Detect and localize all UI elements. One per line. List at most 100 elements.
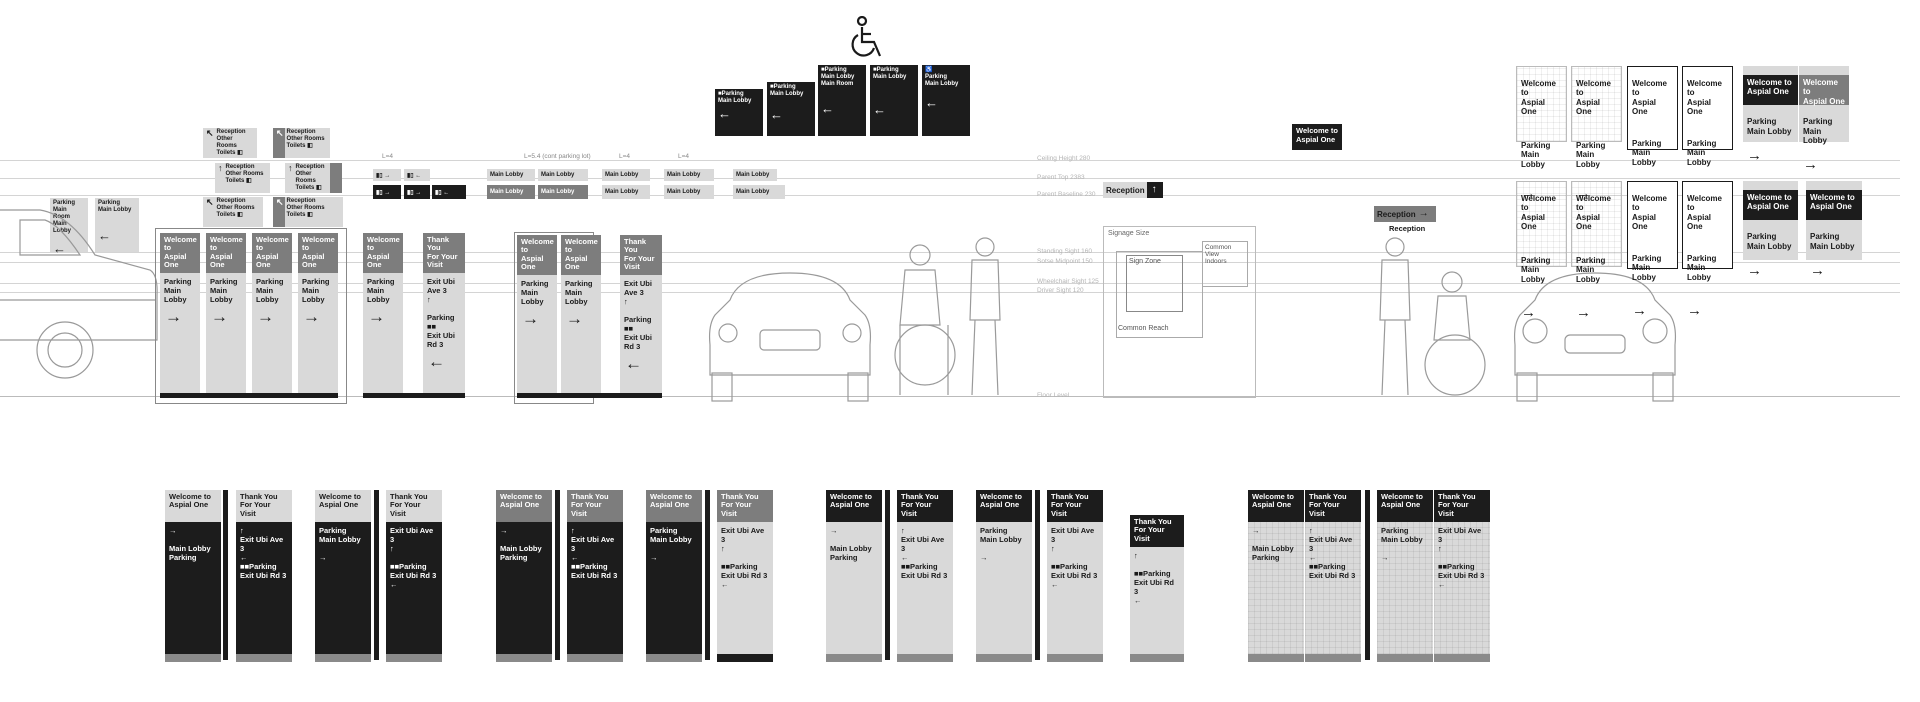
ref-line — [0, 252, 1900, 253]
arrow-right-icon: → — [165, 306, 182, 326]
pylon-divider — [374, 490, 379, 660]
standing-person-illustration — [969, 237, 1001, 396]
arrow-sign: ▮▯ → — [404, 185, 430, 199]
totem-body: Parking Main Lobby → — [319, 526, 361, 562]
wall-sign-body: Parking Main Lobby — [1747, 117, 1792, 136]
wall-sign-title: Welcome to Aspial One — [1687, 194, 1722, 231]
arrow-sign: ▮▯ → — [373, 169, 401, 181]
directory-sign: ↖Reception Other Rooms Toilets ◧ — [273, 197, 343, 227]
totem-base — [1434, 654, 1490, 662]
pylon-title: Thank You For Your Visit — [423, 233, 465, 273]
arrow-up-icon: ↑ — [288, 163, 293, 173]
overhead-sign: Main Lobby — [538, 169, 588, 181]
sign-zone-box: Sign Zone — [1126, 255, 1183, 312]
totem-pylon: Thank You For Your Visit↑ Exit Ubi Ave 3… — [1305, 490, 1361, 654]
reception-sign: Reception → — [1374, 206, 1436, 222]
standing-person-illustration — [1379, 237, 1411, 396]
accessible-icon — [850, 16, 886, 64]
totem-base — [496, 654, 552, 662]
pylon-body: Parking Main Lobby — [302, 276, 330, 304]
sign-text: Main Lobby — [736, 189, 770, 195]
arrow-upleft-icon: ↖ — [276, 128, 284, 138]
common-reach-box — [1116, 251, 1203, 338]
ref-label: Wheelchair Sight 125 — [1037, 278, 1099, 285]
totem-body: Exit Ubi Ave 3 ↑ ■■Parking Exit Ubi Rd 3… — [1438, 526, 1485, 589]
ref-line — [0, 283, 1900, 284]
totem-title: Welcome to Aspial One — [315, 490, 371, 522]
parking-sign: Parking Main Room Main Lobby ← — [50, 198, 88, 255]
arrow-left-icon: ← — [98, 227, 111, 243]
wall-sign-title: Welcome to Aspial One — [1743, 75, 1798, 106]
pylon-title: Welcome to Aspial One — [561, 235, 601, 275]
ceiling-sign-text: ■Parking Main Lobby — [873, 67, 907, 80]
directory-sign: ↑Reception Other Rooms Toilets ◧ — [215, 163, 270, 193]
totem-title: Welcome to Aspial One — [1248, 490, 1304, 522]
sign-text: Main Lobby — [605, 172, 639, 178]
wall-sign: Welcome to Aspial One Parking Main Lobby… — [1516, 181, 1567, 320]
totem-body: Exit Ubi Ave 3 ↑ ■■Parking Exit Ubi Rd 3… — [721, 526, 768, 589]
pylon-body: Parking Main Lobby — [164, 276, 192, 304]
arrow-upleft-icon: ↖ — [206, 128, 214, 138]
ceiling-sign: ♿ Parking Main Lobby ← — [922, 65, 970, 136]
elevation-pylon: Thank You For Your Visit Exit Ubi Ave 3 … — [620, 235, 662, 393]
car-rear-illustration — [708, 272, 872, 402]
totem-body: → Main Lobby Parking — [500, 526, 542, 562]
elevation-pylon: Welcome to Aspial One Parking Main Lobby… — [252, 233, 292, 393]
arrow-left-icon: ← — [625, 353, 642, 373]
arrow-sign: ▮▯ ← — [404, 169, 430, 181]
dimension-caption: L=4 — [382, 153, 394, 160]
pylon-base — [517, 393, 662, 398]
dimension-caption: L=4 — [619, 153, 631, 160]
reception-label: Reception — [1106, 185, 1145, 195]
wall-sign: Welcome to Aspial One Parking Main Lobby… — [1806, 181, 1862, 278]
overhead-sign: Main Lobby — [602, 169, 650, 181]
arrow-right-icon: → — [1810, 261, 1825, 279]
totem-base — [567, 654, 623, 662]
ref-line — [0, 195, 1900, 196]
totem-pylon: Welcome to Aspial One→ Main Lobby Parkin… — [1248, 490, 1304, 654]
elevation-pylon: Welcome to Aspial One Parking Main Lobby… — [160, 233, 200, 393]
pylon-title: Welcome to Aspial One — [298, 233, 338, 273]
totem-base — [826, 654, 882, 662]
arrow-left-icon: ← — [428, 351, 445, 371]
sign-text: Reception Other Rooms Toilets ◧ — [216, 198, 255, 218]
totem-base — [165, 654, 221, 662]
arrow-right-icon: → — [303, 306, 320, 326]
totem-base — [1305, 654, 1361, 662]
directory-sign: ↖Reception Other Rooms Toilets ◧ — [203, 197, 263, 227]
totem-base — [646, 654, 702, 662]
sign-text: Reception Other Rooms Toilets ◧ — [286, 129, 325, 149]
pylon-title: Welcome to Aspial One — [206, 233, 246, 273]
arrow-left-icon: ← — [718, 105, 731, 121]
wall-sign-body: Parking Main Lobby — [1687, 139, 1717, 167]
pylon-divider — [885, 490, 890, 660]
wall-sign-title: Welcome to Aspial One — [1799, 75, 1849, 106]
elevation-pylon: Welcome to Aspial One Parking Main Lobby… — [517, 235, 557, 393]
reception-caption: Reception — [1389, 224, 1426, 233]
elevation-pylon: Welcome to Aspial One Parking Main Lobby… — [206, 233, 246, 393]
wall-sign-body: Parking Main Lobby — [1632, 254, 1662, 282]
pylon-body: Exit Ubi Ave 3 ↑ Parking ■■ Exit Ubi Rd … — [427, 276, 455, 349]
elevation-pylon: Thank You For Your Visit Exit Ubi Ave 3 … — [423, 233, 465, 393]
wall-sign: Welcome to Aspial One Parking Main Lobby… — [1516, 66, 1567, 201]
pylon-body: Parking Main Lobby — [521, 278, 549, 306]
totem-title: Welcome to Aspial One — [646, 490, 702, 522]
totem-title: Welcome to Aspial One — [496, 490, 552, 522]
ceiling-sign-text: ■Parking Main Lobby — [770, 84, 804, 97]
arrow-right-icon: → — [1747, 146, 1762, 164]
wall-sign-title: Welcome to Aspial One — [1521, 79, 1556, 116]
sign-text: Reception Other Rooms Toilets ◧ — [295, 164, 325, 191]
totem-body: Exit Ubi Ave 3 ↑ ■■Parking Exit Ubi Rd 3… — [1051, 526, 1098, 589]
ref-label: Parent Baseline 230 — [1037, 191, 1096, 198]
totem-title: Thank You For Your Visit — [1130, 515, 1184, 547]
wall-sign-title: Welcome to Aspial One — [1576, 194, 1611, 231]
totem-pylon: Welcome to Aspial One→ Main Lobby Parkin… — [165, 490, 221, 654]
totem-title: Welcome to Aspial One — [976, 490, 1032, 522]
sign-text: Main Lobby — [667, 189, 701, 195]
ref-line — [0, 262, 1900, 263]
wall-sign-title: Welcome to Aspial One — [1687, 79, 1722, 116]
wall-sign-body: Parking Main Lobby — [1747, 232, 1792, 251]
